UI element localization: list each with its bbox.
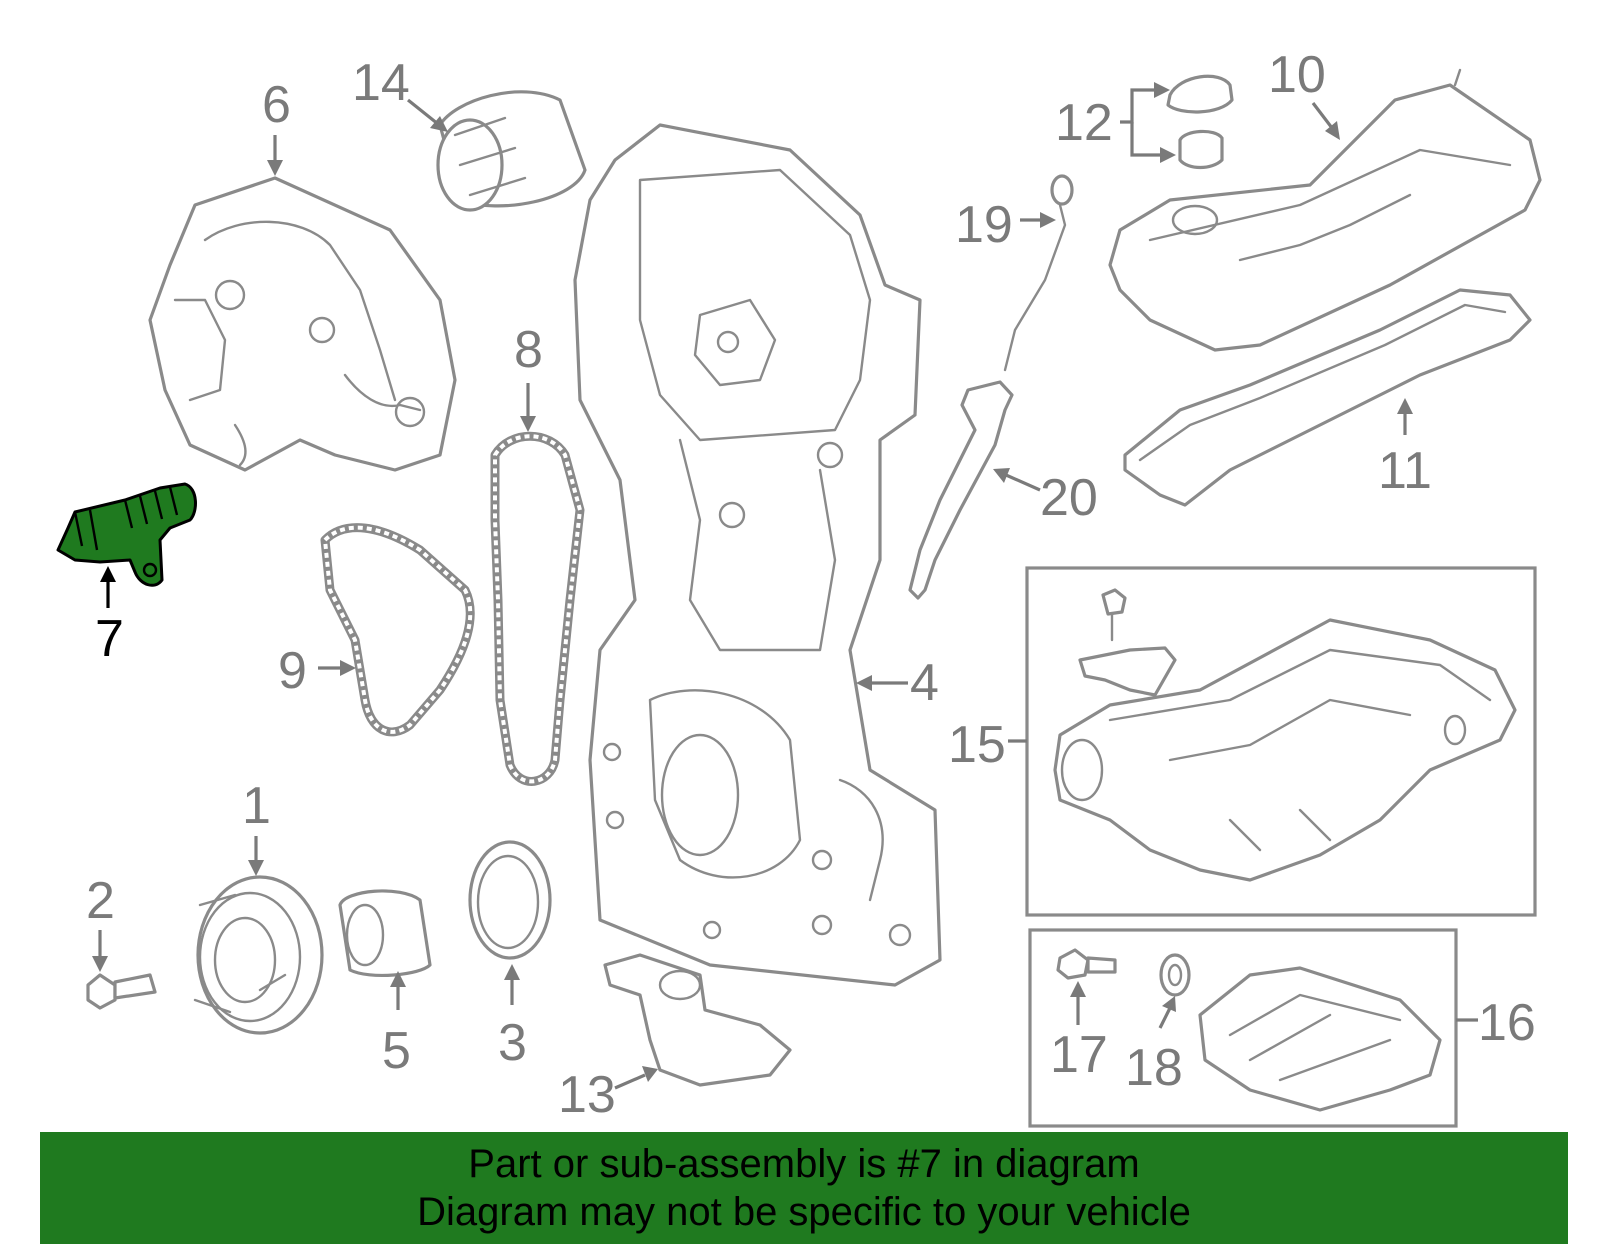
info-banner: Part or sub-assembly is #7 in diagram Di… — [40, 1132, 1568, 1244]
part-11-valve-cover-gasket[interactable] — [1123, 288, 1532, 507]
part-4-engine-front-cover[interactable] — [573, 123, 942, 987]
part-19-oil-dipstick[interactable] — [1003, 174, 1074, 372]
part-9-timing-chain-secondary[interactable] — [320, 523, 475, 737]
part-1-crankshaft-pulley[interactable] — [193, 875, 324, 1035]
callout-11[interactable]: 11 — [1378, 442, 1432, 500]
part-15-bolt-and-bracket[interactable] — [1078, 588, 1177, 697]
part-20-dipstick-tube[interactable] — [908, 380, 1014, 600]
callout-1[interactable]: 1 — [242, 777, 271, 835]
callout-14[interactable]: 14 — [352, 54, 410, 112]
part-13-oil-strainer[interactable] — [603, 953, 792, 1087]
callout-5[interactable]: 5 — [382, 1022, 411, 1080]
callout-13[interactable]: 13 — [558, 1066, 616, 1124]
part-7-camshaft-solenoid-highlighted[interactable] — [56, 482, 197, 587]
part-15-upper-oil-pan[interactable] — [1053, 618, 1517, 882]
part-3-front-oil-seal[interactable] — [468, 840, 552, 960]
part-10-valve-cover[interactable] — [1108, 68, 1542, 352]
part-17-drain-plug-bolt[interactable] — [1056, 948, 1117, 980]
callout-numbers: 14 6 7 9 8 4 1 2 5 3 13 12 10 19 20 11 1… — [86, 46, 1536, 1124]
callout-8[interactable]: 8 — [514, 321, 543, 379]
callout-15[interactable]: 15 — [948, 716, 1006, 774]
part-18-drain-plug-washer[interactable] — [1159, 953, 1191, 997]
leader-lines — [92, 82, 1478, 1090]
part-16-lower-oil-pan[interactable] — [1198, 966, 1442, 1112]
callout-6[interactable]: 6 — [262, 76, 291, 134]
banner-line-disclaimer: Diagram may not be specific to your vehi… — [417, 1190, 1191, 1234]
part-14-oil-filter[interactable] — [436, 90, 587, 212]
callout-17[interactable]: 17 — [1050, 1026, 1108, 1084]
part-8-timing-chain[interactable] — [490, 431, 585, 786]
callout-9[interactable]: 9 — [278, 642, 307, 700]
part-5-crank-sprocket[interactable] — [338, 889, 432, 978]
callout-16[interactable]: 16 — [1478, 994, 1536, 1052]
callout-12[interactable]: 12 — [1055, 94, 1113, 152]
callout-7[interactable]: 7 — [95, 610, 124, 668]
callout-20[interactable]: 20 — [1040, 469, 1098, 527]
callout-19[interactable]: 19 — [955, 196, 1013, 254]
callout-2[interactable]: 2 — [86, 872, 115, 930]
banner-line-part-number: Part or sub-assembly is #7 in diagram — [468, 1142, 1140, 1186]
box-16-lower-oil-pan-group — [1028, 928, 1458, 1128]
part-2-pulley-bolt[interactable] — [86, 973, 157, 1010]
callout-4[interactable]: 4 — [910, 654, 939, 712]
callout-10[interactable]: 10 — [1268, 46, 1326, 104]
callout-18[interactable]: 18 — [1125, 1039, 1183, 1097]
callout-3[interactable]: 3 — [498, 1014, 527, 1072]
part-6-timing-cover[interactable] — [148, 176, 457, 472]
part-12-oil-filler-cap[interactable] — [1166, 74, 1234, 170]
